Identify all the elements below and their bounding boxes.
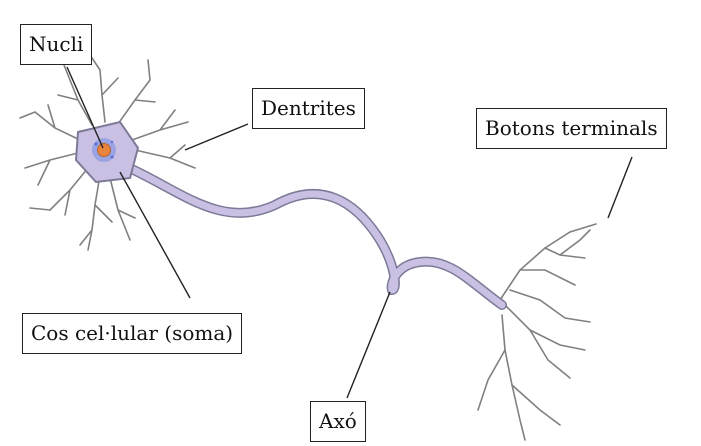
leader-axon-terminals xyxy=(608,157,632,218)
leader-dendrites xyxy=(185,124,248,150)
label-nucleus: Nucli xyxy=(20,24,92,65)
label-cell-body: Cos cel·lular (soma) xyxy=(22,313,242,354)
label-dendrites: Dentrites xyxy=(252,88,365,129)
label-axon: Axó xyxy=(310,401,366,442)
axon-terminal-branches xyxy=(478,224,596,440)
nucleus xyxy=(92,138,116,162)
leader-axon xyxy=(347,292,390,398)
label-axon-terminals: Botons terminals xyxy=(476,108,667,149)
